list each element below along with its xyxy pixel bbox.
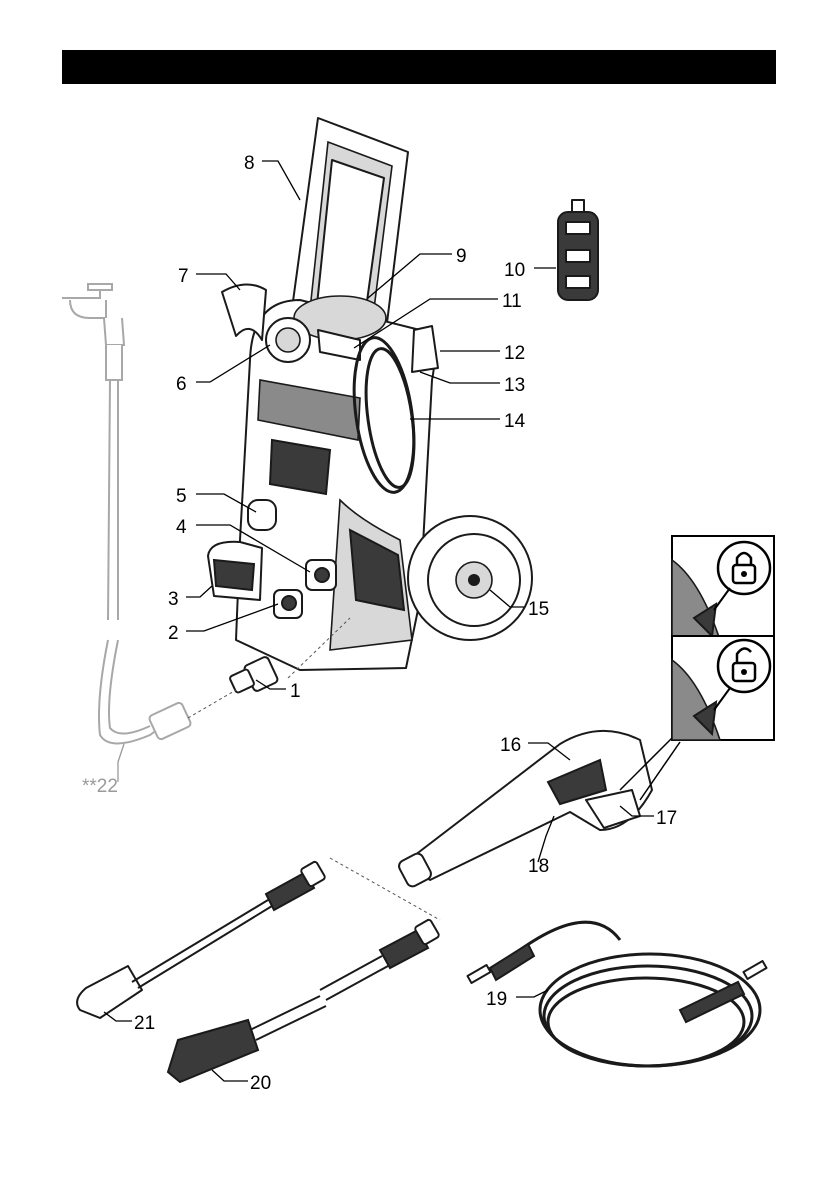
detergent-bottle-drawing [558, 200, 598, 300]
lock-inset [672, 536, 774, 640]
label-part-11: 11 [502, 291, 522, 312]
trigger-gun-drawing [397, 731, 652, 889]
label-part-8: 8 [244, 153, 255, 174]
label-part-21: 21 [134, 1013, 155, 1034]
label-part-13: 13 [504, 375, 525, 396]
label-part-10: 10 [504, 260, 525, 281]
assembly-line [188, 690, 236, 718]
label-part-15: 15 [528, 599, 549, 620]
label-part-4: 4 [176, 517, 187, 538]
vario-lance-drawing [168, 919, 440, 1082]
label-part-14: 14 [504, 411, 526, 432]
pressure-washer-body [208, 118, 532, 670]
label-part-9: 9 [456, 246, 467, 267]
label-part-20: 20 [250, 1073, 271, 1094]
unlock-inset [672, 636, 774, 740]
coupling-adapter-drawing [229, 656, 279, 694]
label-part-18: 18 [528, 856, 549, 877]
high-pressure-hose-drawing [467, 922, 766, 1066]
label-part-19: 19 [486, 989, 507, 1010]
label-part-3: 3 [168, 589, 179, 610]
label-part-22-optional: **22 [82, 776, 118, 797]
label-part-12: 12 [504, 343, 525, 364]
label-part-1: 1 [290, 681, 301, 702]
label-part-5: 5 [176, 486, 187, 507]
label-part-16: 16 [500, 735, 521, 756]
label-part-2: 2 [168, 623, 179, 644]
spray-lance-drawing [77, 861, 326, 1018]
label-part-7: 7 [178, 266, 189, 287]
label-part-17: 17 [656, 808, 677, 829]
garden-hose-drawing [62, 284, 192, 744]
label-part-6: 6 [176, 374, 187, 395]
